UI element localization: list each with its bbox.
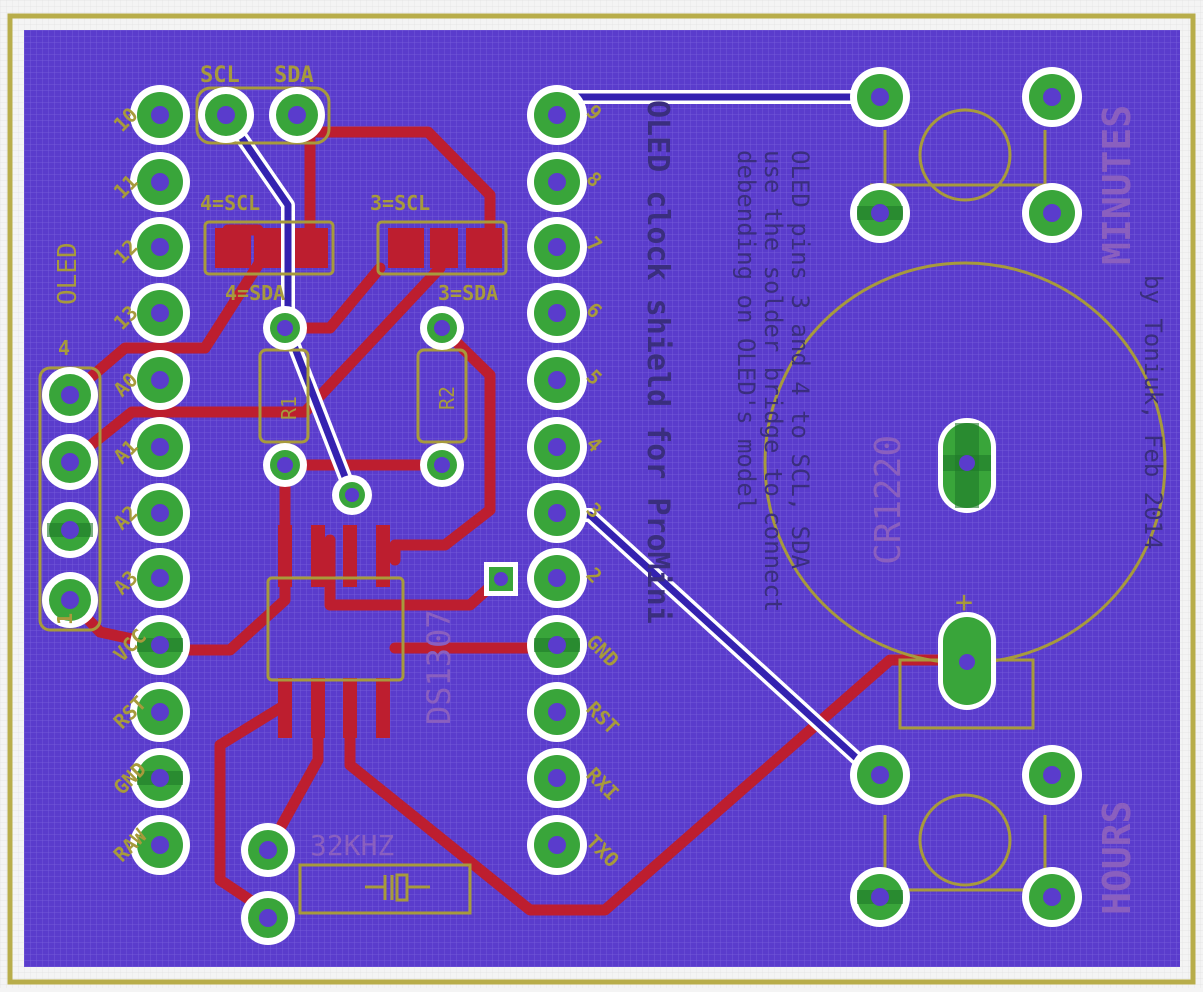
oled-connector-pad: [42, 434, 98, 490]
mirrored-note-line1: debending on OLED's model: [732, 150, 760, 511]
hours-button-pad: [1022, 745, 1082, 805]
right-header-pad: [527, 548, 587, 608]
right-header-pad: [527, 417, 587, 477]
resistor-pad: [420, 443, 464, 487]
left-header-pad: [130, 85, 190, 145]
resistor-pad: [263, 443, 307, 487]
board-outline: [7, 13, 1196, 985]
left-header-pad: [130, 815, 190, 875]
left-header-pad: [130, 483, 190, 543]
right-header-pad: [527, 152, 587, 212]
right-header-pad: [527, 85, 587, 145]
jumper1-top-label: 4=SCL: [200, 191, 260, 215]
left-header-pad: [130, 283, 190, 343]
oled-connector-pad: [42, 572, 98, 628]
mirrored-bottom-silk: OLED clock shield for ProMini: [640, 100, 675, 624]
left-header: [130, 85, 190, 875]
left-header-pad: [130, 548, 190, 608]
left-header-pad: [130, 682, 190, 742]
rtc-chip-label: DS1307: [420, 609, 458, 725]
battery-plus-label: +: [955, 585, 973, 620]
jumper1-bottom-label: 4=SDA: [225, 281, 285, 305]
rtc-chip-legs: [278, 525, 390, 738]
oled-label: OLED: [53, 242, 83, 305]
oled-connector-pads: [38, 366, 102, 632]
right-header-pad: [527, 615, 587, 675]
right-header-pad: [527, 350, 587, 410]
left-header-pad: [130, 615, 190, 675]
right-header-pad: [527, 815, 587, 875]
resistor-r2-label: R2: [435, 386, 459, 410]
mirrored-credit: by Toniuk, Feb 2014: [1139, 275, 1167, 550]
resistor-pad: [420, 306, 464, 350]
mirrored-title: OLED clock shield for ProMini: [640, 100, 675, 624]
scl-sda-pads: [195, 86, 331, 145]
left-header-pad: [130, 417, 190, 477]
hours-button-pad: [850, 745, 910, 805]
right-header-pad: [527, 217, 587, 277]
minutes-button-pad: [850, 67, 910, 127]
minutes-button-label: MINUTES: [1095, 105, 1139, 265]
mirrored-notes: debending on OLED's model use the solder…: [732, 150, 1167, 612]
right-header-pad: [527, 483, 587, 543]
crystal-pad: [241, 891, 295, 945]
jumper2-top-label: 3=SCL: [370, 191, 430, 215]
crystal-pad: [241, 823, 295, 877]
oled-connector-pad: [42, 367, 98, 423]
mirrored-note-line3: OLED pins 3 and 4 to SCL, SDA: [786, 150, 814, 570]
hours-button-pad: [1022, 867, 1082, 927]
left-header-pad: [130, 350, 190, 410]
component-pads: [241, 306, 518, 945]
left-header-pad: [130, 748, 190, 808]
oled-connector-pad: [42, 502, 98, 558]
button-pads: [850, 67, 1082, 927]
left-header-pad: [130, 152, 190, 212]
right-header-pad: [527, 748, 587, 808]
resistor-r1-label: R1: [277, 396, 301, 420]
sda-label: SDA: [274, 63, 314, 88]
battery-contacts: [938, 418, 996, 710]
minutes-button-pad: [1022, 183, 1082, 243]
scl-label: SCL: [200, 63, 240, 88]
mirrored-note-line2: use the solder bridge to connect: [759, 150, 787, 612]
left-header-pad: [130, 217, 190, 277]
crystal-label: 32KHZ: [310, 829, 394, 862]
resistor-pad: [263, 306, 307, 350]
battery-label: CR1220: [868, 435, 909, 565]
right-header: [527, 85, 587, 875]
via-pad: [332, 475, 372, 515]
oled-pin-marker: 4: [58, 336, 70, 360]
minutes-button-pad: [850, 183, 910, 243]
oled-pin1-label: 1: [53, 613, 77, 625]
solder-jumper-pads: [215, 228, 502, 268]
jumper2-bottom-label: 3=SDA: [438, 281, 498, 305]
hours-button-pad: [850, 867, 910, 927]
right-header-pad: [527, 283, 587, 343]
minutes-button-pad: [1022, 67, 1082, 127]
right-header-pad: [527, 682, 587, 742]
hours-button-label: HOURS: [1095, 801, 1139, 915]
